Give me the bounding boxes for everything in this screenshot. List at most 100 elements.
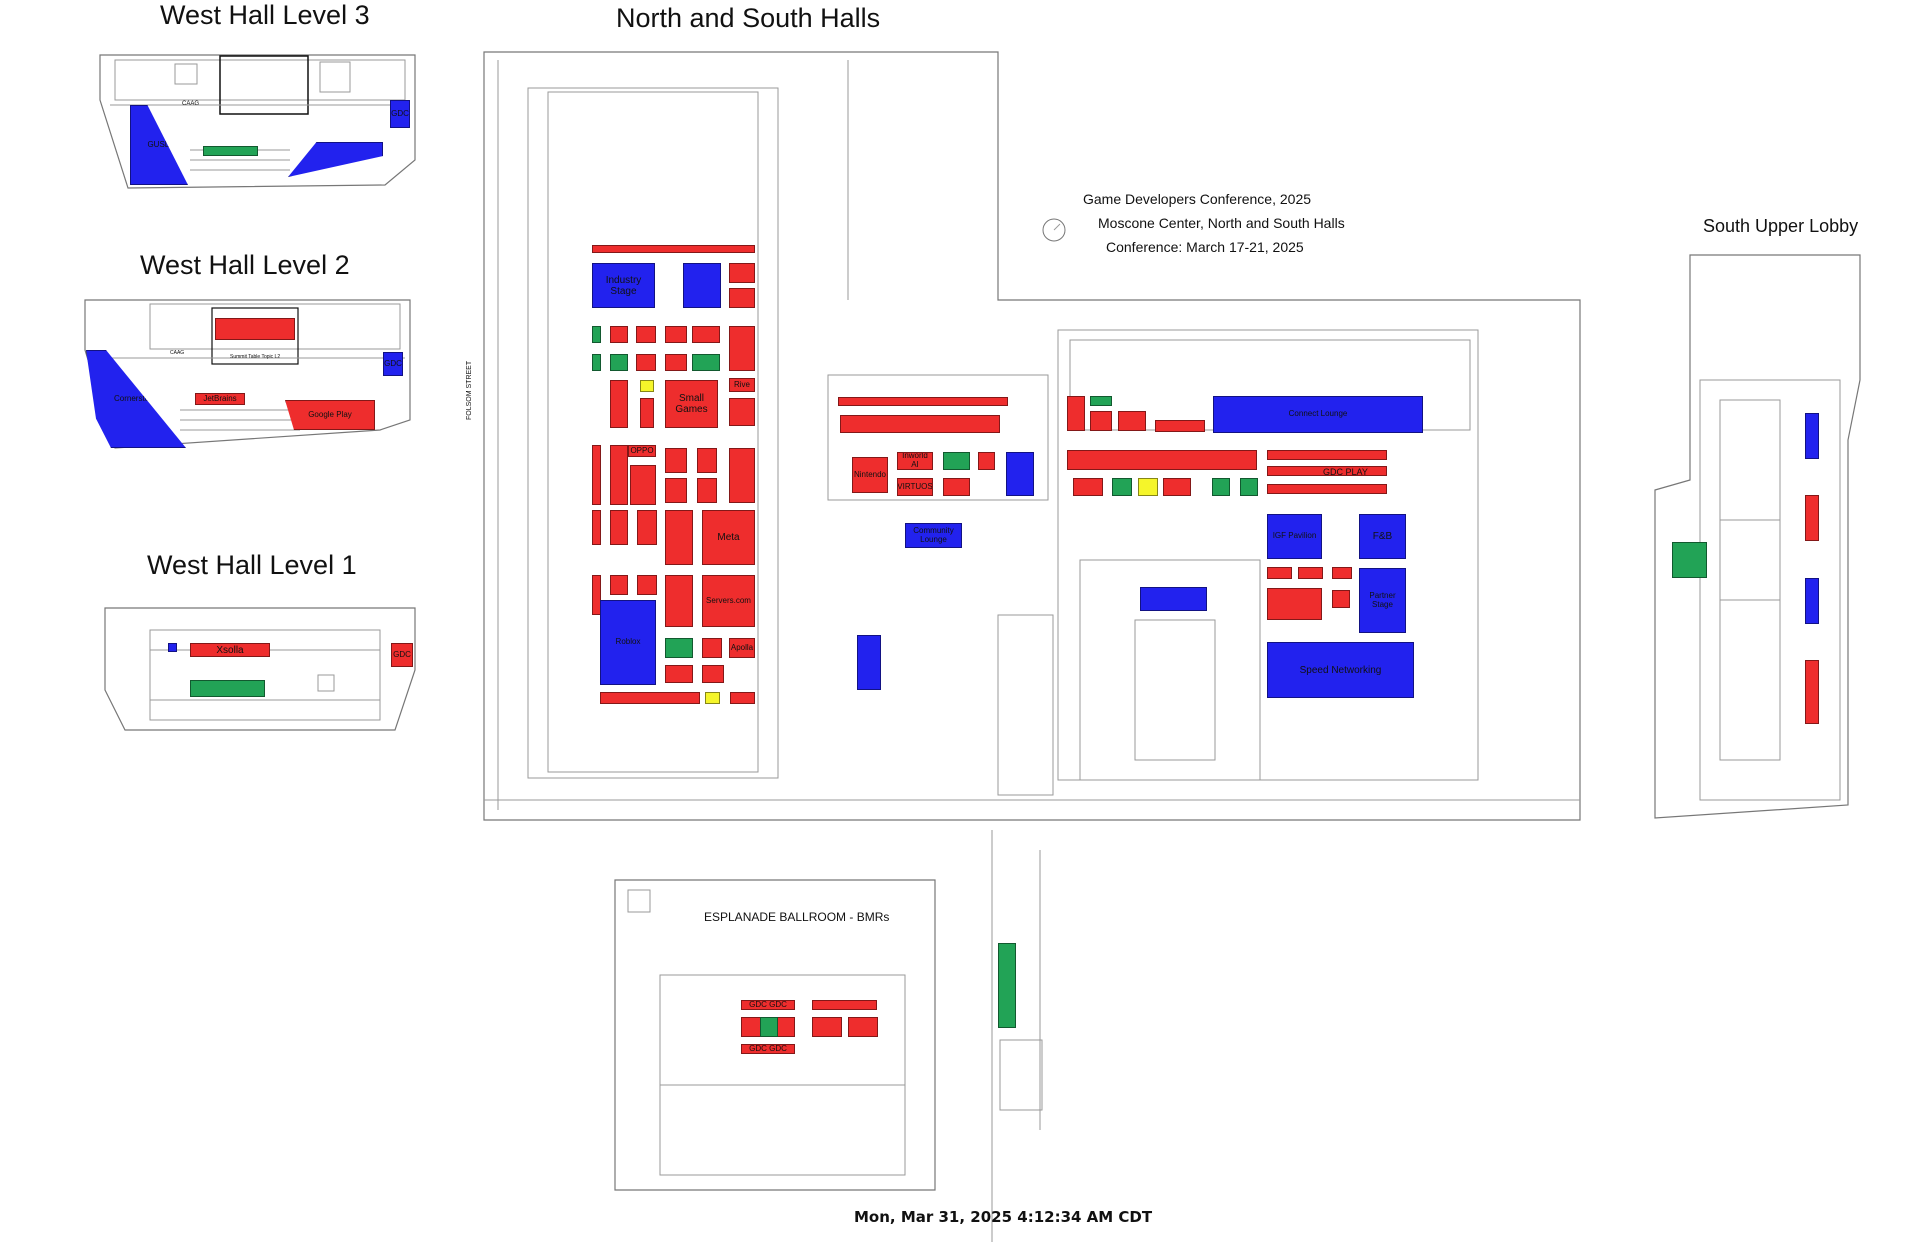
south-blue-center[interactable] — [1140, 587, 1207, 611]
w1-green-area[interactable] — [190, 680, 265, 697]
speed-networking[interactable]: Speed Networking — [1267, 642, 1414, 698]
north-booth-s[interactable] — [630, 465, 656, 505]
north-booth-w[interactable] — [697, 478, 717, 503]
small-games-booth[interactable]: Small Games — [665, 380, 718, 428]
south-booth-l[interactable] — [1298, 567, 1323, 579]
south-booth-yellow[interactable] — [1138, 478, 1158, 496]
sul-green-1[interactable] — [1672, 542, 1707, 578]
north-bottom-row[interactable] — [600, 692, 700, 704]
south-booth-n[interactable] — [1267, 588, 1322, 620]
north-booth-i[interactable] — [592, 326, 601, 343]
north-booth-ak[interactable] — [730, 692, 755, 704]
north-booth-yellow-1[interactable] — [640, 380, 654, 392]
w1-small-blue-booth[interactable] — [168, 643, 177, 652]
gdc-play-row-3[interactable] — [1267, 484, 1387, 494]
esplanade-booth-c[interactable] — [812, 1017, 842, 1037]
esplanade-booth-b[interactable] — [812, 1000, 877, 1010]
north-booth-ac[interactable] — [665, 575, 693, 627]
w2-google-play-booth[interactable]: Google Play — [285, 400, 375, 430]
north-booth-r[interactable] — [610, 445, 628, 505]
south-booth-j[interactable] — [1240, 478, 1258, 496]
w1-xsolla-booth[interactable]: Xsolla — [190, 643, 270, 657]
w2-summit-tables[interactable] — [215, 318, 295, 340]
connect-lounge[interactable]: Connect Lounge — [1213, 396, 1423, 433]
center-top-row[interactable] — [838, 397, 1008, 406]
north-booth-b[interactable] — [729, 288, 755, 308]
south-booth-i[interactable] — [1212, 478, 1230, 496]
esplanade-green[interactable] — [760, 1017, 778, 1037]
north-booth-l[interactable] — [592, 354, 601, 371]
sul-blue-1[interactable] — [1805, 413, 1819, 459]
south-booth-b[interactable] — [1090, 396, 1112, 406]
north-top-row[interactable] — [592, 245, 755, 253]
north-booth-j[interactable] — [610, 326, 628, 343]
north-booth-aj[interactable] — [702, 665, 724, 683]
south-booth-k[interactable] — [1267, 567, 1292, 579]
north-booth-k[interactable] — [636, 326, 656, 343]
partner-stage[interactable]: Partner Stage — [1359, 568, 1406, 633]
sul-red-1[interactable] — [1805, 495, 1819, 541]
north-blue-lounge[interactable] — [683, 263, 721, 308]
gdc-play-row-2[interactable] — [1267, 466, 1387, 476]
south-booth-f[interactable] — [1073, 478, 1103, 496]
north-booth-x[interactable] — [729, 448, 755, 503]
w1-gdc-booth[interactable]: GDC — [391, 643, 413, 667]
north-booth-h[interactable] — [692, 354, 720, 371]
sul-red-2[interactable] — [1805, 660, 1819, 724]
esplanade-gdc-1[interactable]: GDC GDC — [741, 1000, 795, 1010]
sul-blue-2[interactable] — [1805, 578, 1819, 624]
north-booth-o[interactable] — [610, 380, 628, 428]
north-booth-g[interactable] — [665, 354, 687, 371]
south-booth-g[interactable] — [1112, 478, 1132, 496]
south-row-2[interactable] — [1067, 450, 1257, 470]
nintendo-booth[interactable]: Nintendo — [852, 457, 888, 493]
rive-booth[interactable]: Rive — [729, 378, 755, 392]
servers-com-booth[interactable]: Servers.com — [702, 575, 755, 627]
fb-booth[interactable]: F&B — [1359, 514, 1406, 559]
oppo-booth[interactable]: OPPO — [628, 445, 656, 457]
center-blue-booth[interactable] — [1006, 452, 1034, 496]
center-blue-tall[interactable] — [857, 635, 881, 690]
north-booth-ae[interactable] — [610, 575, 628, 595]
w3-stage-area[interactable] — [203, 146, 258, 156]
north-booth-ah[interactable] — [702, 638, 722, 658]
north-booth-a[interactable] — [729, 263, 755, 283]
north-booth-c[interactable] — [729, 398, 755, 426]
virtuos-booth[interactable]: VIRTUOS — [897, 478, 933, 496]
north-booth-e[interactable] — [692, 326, 720, 343]
north-booth-ab[interactable] — [637, 510, 657, 545]
north-booth-yellow-2[interactable] — [705, 692, 720, 704]
north-booth-ai[interactable] — [665, 665, 693, 683]
center-booth-1[interactable] — [943, 478, 970, 496]
north-booth-n[interactable] — [636, 354, 656, 371]
esplanade-booth-d[interactable] — [848, 1017, 878, 1037]
esplanade-green-tall[interactable] — [998, 943, 1016, 1028]
north-booth-aa[interactable] — [610, 510, 628, 545]
south-booth-o[interactable] — [1332, 590, 1350, 608]
north-booth-ag[interactable] — [665, 638, 693, 658]
center-row-2[interactable] — [840, 415, 1000, 433]
south-booth-a[interactable] — [1067, 396, 1085, 431]
industry-stage[interactable]: Industry Stage — [592, 263, 655, 308]
center-green-1[interactable] — [943, 452, 970, 470]
north-booth-d[interactable] — [729, 326, 755, 371]
north-booth-u[interactable] — [665, 478, 687, 503]
north-booth-v[interactable] — [697, 448, 717, 473]
south-booth-m[interactable] — [1332, 567, 1352, 579]
north-booth-t[interactable] — [665, 448, 687, 473]
south-booth-h[interactable] — [1163, 478, 1191, 496]
w2-gdc-booth[interactable]: GDC — [383, 352, 403, 376]
w3-gdc-booth[interactable]: GDC — [390, 100, 410, 128]
north-blue-stage[interactable]: Roblox — [600, 600, 656, 685]
north-booth-f[interactable] — [665, 326, 687, 343]
north-booth-z[interactable] — [592, 510, 601, 545]
north-booth-af[interactable] — [637, 575, 657, 595]
south-booth-c[interactable] — [1090, 411, 1112, 431]
center-booth-2[interactable] — [978, 452, 995, 470]
esplanade-gdc-2[interactable]: GDC GDC — [741, 1044, 795, 1054]
south-booth-e[interactable] — [1155, 420, 1205, 432]
meta-booth[interactable]: Meta — [702, 510, 755, 565]
gdc-play-row-1[interactable] — [1267, 450, 1387, 460]
north-booth-ad[interactable] — [592, 575, 601, 615]
north-booth-m[interactable] — [610, 354, 628, 371]
